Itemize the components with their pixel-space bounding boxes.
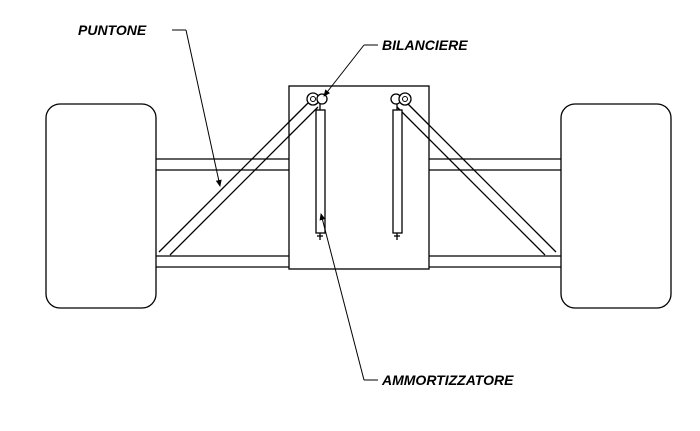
left-rocker [306, 92, 328, 110]
right-rocker [390, 92, 412, 110]
right-wheel [560, 103, 672, 309]
right-shock-absorber [392, 109, 403, 240]
left-wheel [45, 103, 157, 309]
label-bilanciere: BILANCIERE [382, 37, 468, 53]
central-plate [288, 85, 430, 270]
bilanciere-leader [323, 44, 378, 97]
ammortizzatore-leader [319, 213, 378, 381]
label-puntone: PUNTONE [78, 22, 147, 38]
left-shock-absorber [315, 109, 326, 240]
lower-chassis-tube [156, 255, 561, 268]
label-ammortizzatore: AMMORTIZZATORE [381, 372, 514, 388]
puntone-leader [172, 29, 222, 187]
